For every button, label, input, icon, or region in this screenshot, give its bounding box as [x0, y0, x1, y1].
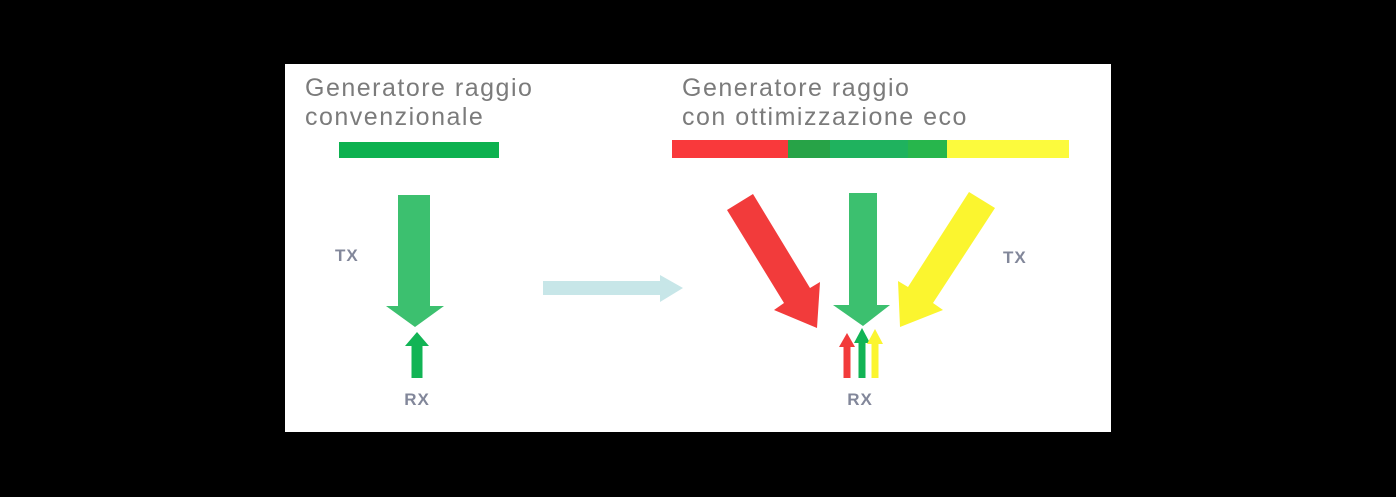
eco-rx-label: RX — [847, 390, 873, 409]
conventional-tx-label: TX — [335, 246, 359, 265]
conventional-tx-arrow-icon — [386, 195, 444, 327]
eco-rx-yellow-arrow-icon — [867, 329, 883, 378]
conventional-title-line1: Generatore raggio — [305, 74, 534, 102]
conventional-rx-label: RX — [404, 390, 430, 409]
eco-tx-green-arrow-icon — [833, 193, 890, 326]
eco-bar-segment-bright-green — [908, 140, 947, 158]
eco-tx-yellow-arrow-icon — [898, 192, 995, 327]
eco-tx-red-arrow-icon — [727, 194, 820, 328]
arrows-layer — [386, 192, 995, 378]
eco-bar-segment-medium-green — [830, 140, 908, 158]
transition-arrow-icon — [543, 275, 683, 302]
diagram-panel: Generatore raggio convenzionale Generato… — [285, 64, 1111, 432]
conventional-title: Generatore raggio convenzionale — [305, 74, 533, 132]
eco-title-line2: con ottimizzazione eco — [682, 103, 968, 131]
eco-bar-segment-yellow — [947, 140, 1069, 158]
eco-title-line1: Generatore raggio — [682, 74, 911, 102]
eco-rx-red-arrow-icon — [839, 333, 855, 378]
conventional-rx-arrow-icon — [405, 332, 429, 378]
conventional-bar — [339, 142, 499, 158]
eco-bar — [672, 140, 1069, 158]
conventional-title-line2: convenzionale — [305, 103, 485, 131]
eco-bar-segment-dark-green — [788, 140, 830, 158]
eco-tx-label: TX — [1003, 248, 1027, 267]
eco-rx-green-arrow-icon — [854, 328, 870, 378]
eco-bar-segment-red — [672, 140, 788, 158]
eco-title: Generatore raggio con ottimizzazione eco — [682, 74, 968, 132]
